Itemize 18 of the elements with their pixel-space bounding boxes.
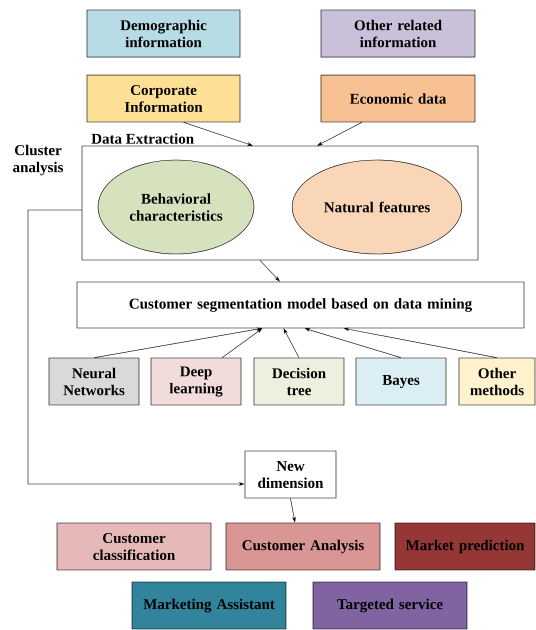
application-box: Market prediction — [394, 522, 536, 570]
process-box: New dimension — [244, 450, 336, 498]
info-box: Other related information — [320, 10, 476, 58]
application-box: Customer classification — [56, 522, 212, 570]
info-box: Corporate Information — [86, 74, 240, 122]
method-box: Other methods — [458, 358, 536, 406]
box-heading: Data Extraction — [91, 133, 194, 144]
application-box: Marketing Assistant — [132, 582, 286, 630]
method-box: Bayes — [356, 358, 446, 406]
method-box: Deep learning — [150, 358, 242, 406]
edge-label: Cluster analysis — [2, 144, 74, 176]
model-box: Customer segmentation model based on data mining — [76, 282, 524, 328]
method-box: Neural Networks — [48, 358, 140, 406]
method-box: Decision tree — [254, 358, 344, 406]
info-box: Demographic information — [86, 10, 240, 58]
application-box: Customer Analysis — [226, 522, 380, 570]
info-box: Economic data — [320, 74, 476, 122]
application-box: Targeted service — [312, 582, 468, 630]
